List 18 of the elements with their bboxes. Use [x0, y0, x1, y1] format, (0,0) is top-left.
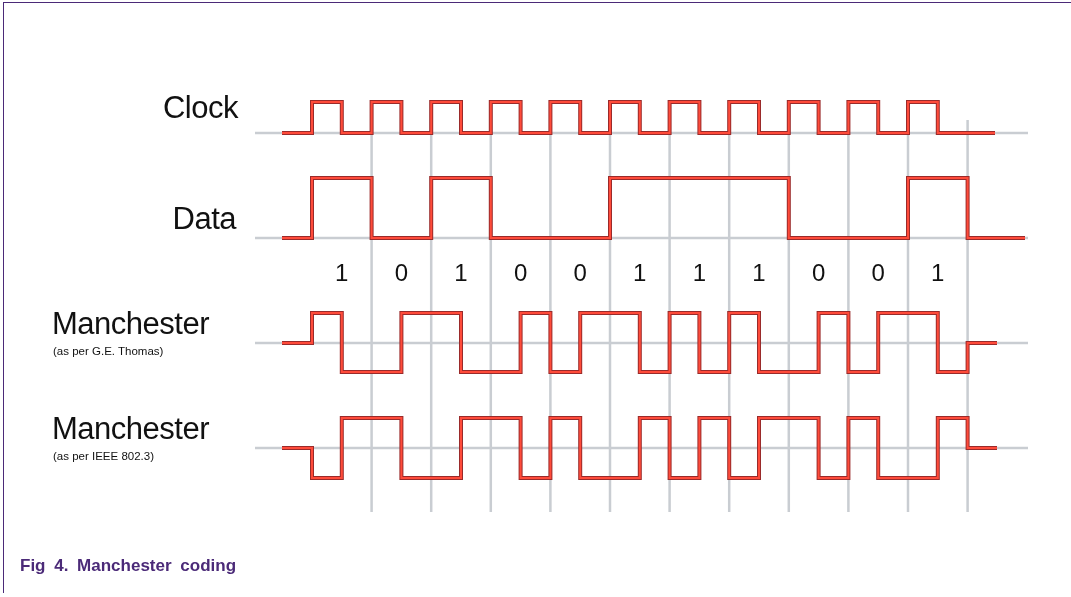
bit-value: 0 — [811, 261, 826, 285]
figure-caption: Fig 4. Manchester coding — [20, 556, 237, 576]
signal-name: Manchester — [52, 308, 209, 339]
bit-value: 0 — [871, 261, 885, 285]
bit-value: 1 — [335, 261, 349, 285]
bit-value: 1 — [454, 261, 468, 285]
signal-note: (as per IEEE 802.3) — [53, 451, 154, 463]
signal-note: (as per G.E. Thomas) — [53, 346, 164, 358]
bit-value: 1 — [692, 261, 707, 285]
bit-value: 1 — [633, 261, 647, 285]
bit-value: 1 — [931, 261, 945, 285]
signal-name: Manchester — [52, 413, 209, 444]
bit-value: 0 — [573, 261, 587, 285]
bit-value: 0 — [394, 261, 409, 285]
bit-value: 1 — [752, 261, 766, 285]
signal-name: Clock — [163, 92, 238, 123]
signal-name: Data — [172, 203, 236, 234]
bit-value: 0 — [513, 261, 528, 285]
